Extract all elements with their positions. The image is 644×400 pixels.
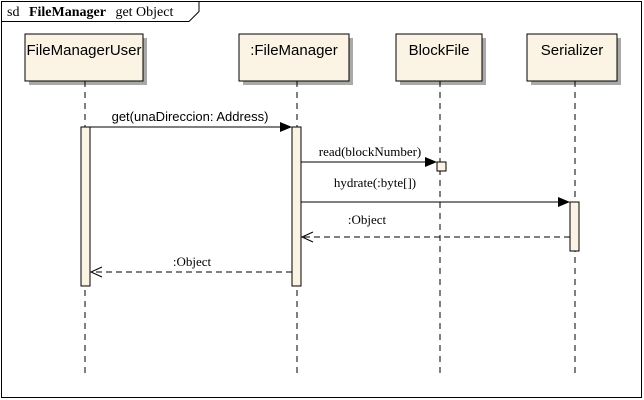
message-return-object-1-label: :Object bbox=[348, 212, 387, 227]
activation-user bbox=[80, 126, 91, 287]
message-return-object-2-label: :Object bbox=[173, 254, 212, 269]
activation-blockfile bbox=[436, 161, 447, 172]
arrowhead-open bbox=[300, 231, 314, 243]
lifeline-user-label: FileManagerUser bbox=[26, 42, 141, 59]
arrowhead-open bbox=[89, 266, 103, 278]
message-read-label: read(blockNumber) bbox=[319, 144, 422, 159]
activation-filemanager bbox=[291, 126, 302, 287]
message-hydrate: hydrate(:byte[]) bbox=[301, 175, 570, 207]
message-hydrate-label: hydrate(:byte[]) bbox=[334, 175, 416, 190]
activation-serializer bbox=[569, 201, 580, 252]
frame-title-tab bbox=[1, 1, 200, 22]
lifeline-blockfile: BlockFile bbox=[395, 33, 486, 376]
arrowhead-filled bbox=[425, 157, 437, 167]
arrowhead-filled bbox=[280, 122, 292, 132]
frame-title-rest: get Object bbox=[115, 5, 173, 20]
arrowhead-filled bbox=[558, 197, 570, 207]
frame-prefix: sd bbox=[7, 5, 19, 20]
message-get-label: get(unaDireccion: Address) bbox=[112, 109, 269, 124]
frame-title-bold: FileManager bbox=[29, 5, 106, 20]
lifeline-blockfile-label: BlockFile bbox=[409, 42, 470, 59]
message-return-object-2: :Object bbox=[89, 254, 292, 278]
lifeline-serializer-label: Serializer bbox=[541, 42, 604, 59]
lifeline-user: FileManagerUser bbox=[24, 33, 147, 376]
message-read: read(blockNumber) bbox=[301, 144, 437, 167]
message-get: get(unaDireccion: Address) bbox=[90, 109, 292, 132]
frame-title: sd FileManager get Object bbox=[7, 5, 173, 20]
lifeline-filemanager-label: :FileManager bbox=[250, 42, 338, 59]
message-return-object-1: :Object bbox=[300, 212, 570, 243]
